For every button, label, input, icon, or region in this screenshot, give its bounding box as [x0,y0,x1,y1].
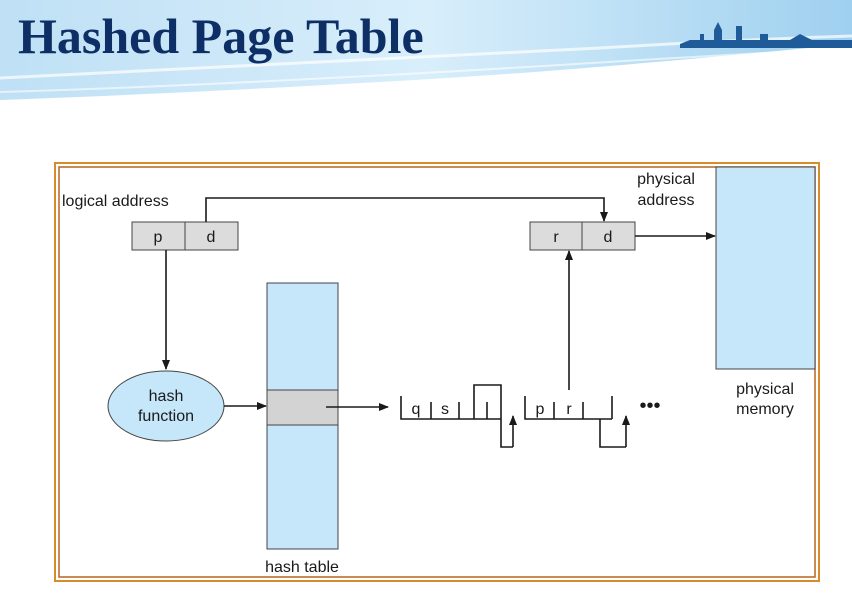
diagram-frame-inner [58,166,816,578]
logical-address-p: p [154,229,163,246]
hash-function-label-line1: hash [149,388,184,405]
physical-address-r-cell [529,221,583,251]
skyline-logo [680,22,852,48]
chain-node-1-s: s [441,401,449,418]
physical-memory-label-line2: memory [736,401,794,418]
physical-address-label-line2: address [638,192,695,209]
hash-function-node [107,370,225,442]
logical-address-d: d [207,229,216,246]
offset-arrow [205,197,608,222]
chain-node-1 [400,384,513,448]
logical-address-label: logical address [62,193,169,210]
chain-node-2-r: r [566,401,572,418]
physical-memory-block [715,166,816,370]
physical-memory-label-line1: physical [736,381,794,398]
logical-address-d-cell [184,221,239,251]
physical-address-d-cell [581,221,636,251]
page-title: Hashed Page Table [18,8,424,64]
chain-node-2 [524,396,626,448]
header-banner [0,0,852,100]
physical-address-r: r [553,229,559,246]
diagram-frame-outer [54,162,820,582]
hash-table-label: hash table [265,559,339,576]
chain-node-2-p: p [536,401,545,418]
chain-ellipsis: ••• [639,395,660,417]
hash-function-label-line2: function [138,408,194,425]
physical-address-label-line1: physical [637,171,695,188]
physical-address-d: d [604,229,613,246]
chain-node-1-q: q [412,401,421,418]
